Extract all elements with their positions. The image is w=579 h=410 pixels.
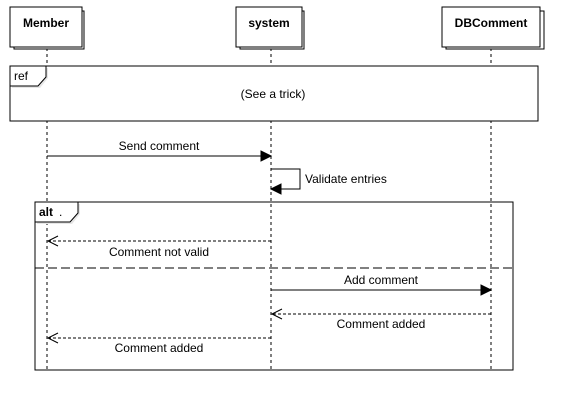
message-comment-added-db[interactable]: Comment added <box>270 308 491 331</box>
alt-frame-kind: alt <box>39 205 53 219</box>
lifeline-label-member: Member <box>23 16 69 30</box>
message-label-add-comment: Add comment <box>344 273 419 287</box>
message-comment-not-valid[interactable]: Comment not valid <box>46 235 271 259</box>
message-label-comment-added-member: Comment added <box>115 341 204 355</box>
message-validate-entries[interactable]: Validate entries <box>269 168 387 195</box>
lifeline-label-system: system <box>248 16 289 30</box>
message-label-validate-entries: Validate entries <box>305 172 387 186</box>
alt-frame[interactable]: alt . <box>34 201 514 371</box>
lifeline-head-dbcomment[interactable]: DBComment <box>441 6 545 50</box>
lifeline-head-member[interactable]: Member <box>9 6 85 50</box>
message-label-comment-added-db: Comment added <box>337 317 426 331</box>
lifeline-head-system[interactable]: system <box>235 6 305 50</box>
ref-frame-kind: ref <box>14 69 29 83</box>
lifeline-label-dbcomment: DBComment <box>455 16 528 30</box>
message-send-comment[interactable]: Send comment <box>47 139 273 162</box>
message-add-comment[interactable]: Add comment <box>271 273 493 296</box>
ref-frame[interactable]: ref (See a trick) <box>9 65 539 122</box>
message-label-send-comment: Send comment <box>119 139 200 153</box>
alt-frame-guard: . <box>59 205 62 219</box>
message-label-comment-not-valid: Comment not valid <box>109 245 209 259</box>
message-comment-added-member[interactable]: Comment added <box>46 332 271 355</box>
ref-frame-text: (See a trick) <box>241 87 306 101</box>
